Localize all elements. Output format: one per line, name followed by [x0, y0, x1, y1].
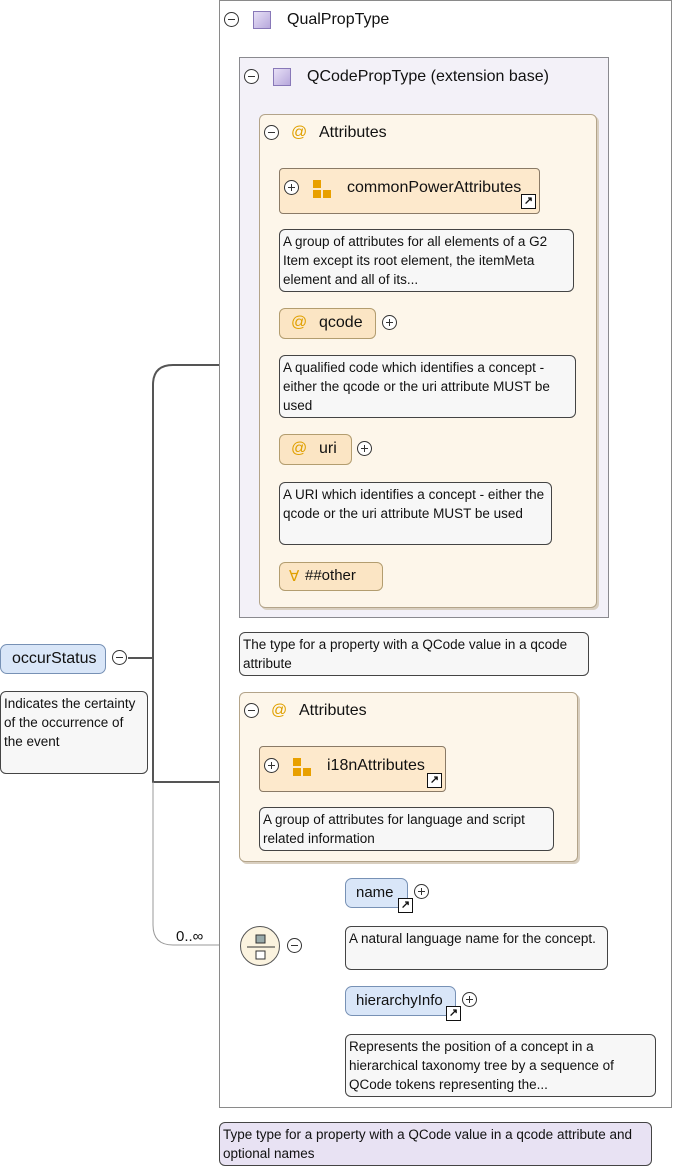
qcode-label: qcode [319, 314, 363, 331]
sequence-cardinality: 0..∞ [176, 928, 204, 945]
qcode-doc: A qualified code which identifies a conc… [279, 355, 576, 418]
occur-status-element[interactable] [0, 644, 106, 674]
hierarchy-info-element[interactable] [345, 986, 456, 1016]
qualproptype-label: QualPropType [287, 11, 390, 28]
any-attribute-icon: ∀ [289, 568, 300, 585]
expand-qcode-button[interactable] [382, 315, 397, 330]
collapse-sequence-button[interactable] [287, 938, 302, 953]
expand-name-button[interactable] [414, 884, 429, 899]
occur-status-label: occurStatus [12, 650, 97, 667]
attribute-icon: @ [271, 702, 288, 719]
attribute-group-icon [313, 180, 333, 200]
reference-arrow-icon[interactable]: ↗ [521, 194, 536, 209]
attributes-label: Attributes [319, 124, 387, 141]
reference-arrow-icon[interactable]: ↗ [427, 773, 442, 788]
qualproptype-doc: Type type for a property with a QCode va… [219, 1122, 652, 1166]
collapse-attributes-2-button[interactable] [244, 703, 259, 718]
uri-doc: A URI which identifies a concept - eithe… [279, 482, 552, 545]
name-label: name [356, 884, 394, 901]
i18n-label: i18nAttributes [327, 757, 425, 774]
collapse-extension-button[interactable] [244, 69, 259, 84]
extension-doc: The type for a property with a QCode val… [239, 632, 589, 676]
expand-uri-button[interactable] [357, 441, 372, 456]
expand-hierarchy-info-button[interactable] [462, 992, 477, 1007]
name-element[interactable] [345, 878, 408, 908]
any-attribute[interactable] [279, 562, 383, 591]
qcode-attribute[interactable] [279, 308, 376, 339]
attribute-icon: @ [291, 124, 308, 141]
hierarchy-info-label: hierarchyInfo [356, 992, 443, 1009]
attribute-icon: @ [291, 314, 308, 331]
expand-common-power-button[interactable] [284, 180, 299, 195]
attribute-group-icon [293, 758, 313, 778]
attributes-2-label: Attributes [299, 702, 367, 719]
uri-attribute[interactable] [279, 434, 352, 465]
name-doc: A natural language name for the concept. [345, 926, 608, 970]
reference-arrow-icon[interactable]: ↗ [398, 898, 413, 913]
sequence-compositor-icon[interactable] [240, 926, 280, 966]
complex-type-icon [253, 11, 271, 29]
complex-type-icon [273, 68, 291, 86]
i18n-doc: A group of attributes for language and s… [259, 807, 554, 851]
collapse-attributes-button[interactable] [264, 125, 279, 140]
uri-label: uri [319, 440, 337, 457]
extension-label: QCodePropType (extension base) [307, 68, 549, 85]
any-attribute-label: ##other [305, 567, 356, 584]
collapse-qualproptype-button[interactable] [224, 12, 239, 27]
hierarchy-info-doc: Represents the position of a concept in … [345, 1034, 656, 1097]
occur-status-doc: Indicates the certainty of the occurrenc… [0, 691, 148, 774]
common-power-label: commonPowerAttributes [347, 179, 522, 196]
reference-arrow-icon[interactable]: ↗ [446, 1006, 461, 1021]
i18n-attributes-group[interactable] [259, 746, 446, 792]
expand-i18n-button[interactable] [264, 758, 279, 773]
collapse-occur-status-button[interactable] [112, 650, 127, 665]
common-power-attributes-group[interactable] [279, 168, 540, 214]
common-power-doc: A group of attributes for all elements o… [279, 229, 574, 292]
attribute-icon: @ [291, 440, 308, 457]
